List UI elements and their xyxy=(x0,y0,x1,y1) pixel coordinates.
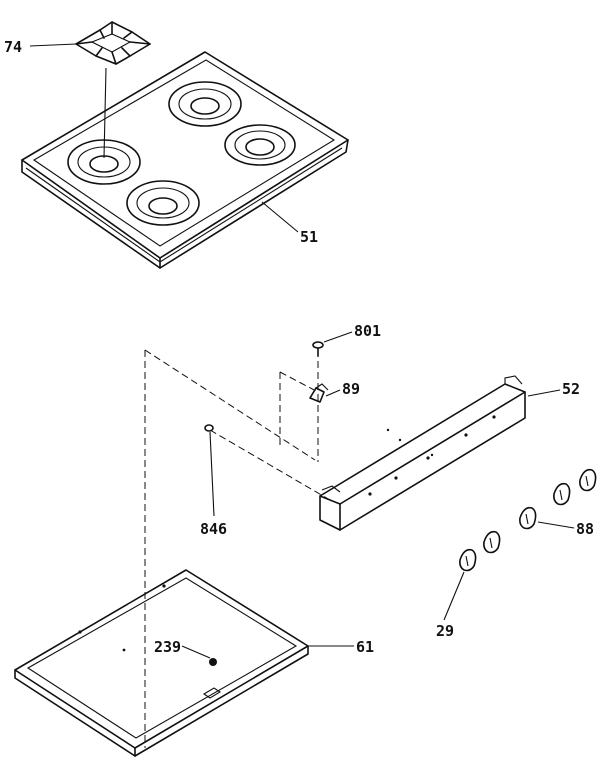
callout-846: 846 xyxy=(200,520,227,538)
knob-4 xyxy=(553,482,571,506)
grate-leader-line xyxy=(103,67,107,159)
burner-rear-left xyxy=(168,81,242,127)
callout-61: 61 xyxy=(356,638,374,656)
callout-88: 88 xyxy=(576,520,594,538)
leader-lines xyxy=(29,43,575,659)
callout-801: 801 xyxy=(354,322,381,340)
knob-2 xyxy=(483,530,501,554)
burner-grate xyxy=(75,21,151,65)
burner-front-right xyxy=(126,180,200,226)
grommet xyxy=(202,658,222,699)
callout-89: 89 xyxy=(342,380,360,398)
knob-3 xyxy=(519,506,537,530)
cooktop-panel xyxy=(21,51,349,269)
callout-239: 239 xyxy=(154,638,181,656)
callout-52: 52 xyxy=(562,380,580,398)
callout-51: 51 xyxy=(300,228,318,246)
knob-5 xyxy=(579,468,597,492)
callout-74: 74 xyxy=(4,38,22,56)
pin xyxy=(204,424,214,432)
screw xyxy=(312,341,324,357)
burner-box xyxy=(14,569,309,757)
knob-1 xyxy=(459,548,477,572)
assembly-lines xyxy=(144,349,331,748)
control-panel xyxy=(319,375,526,531)
clip xyxy=(309,383,329,403)
burner-rear-right xyxy=(224,124,296,166)
callout-29: 29 xyxy=(436,622,454,640)
